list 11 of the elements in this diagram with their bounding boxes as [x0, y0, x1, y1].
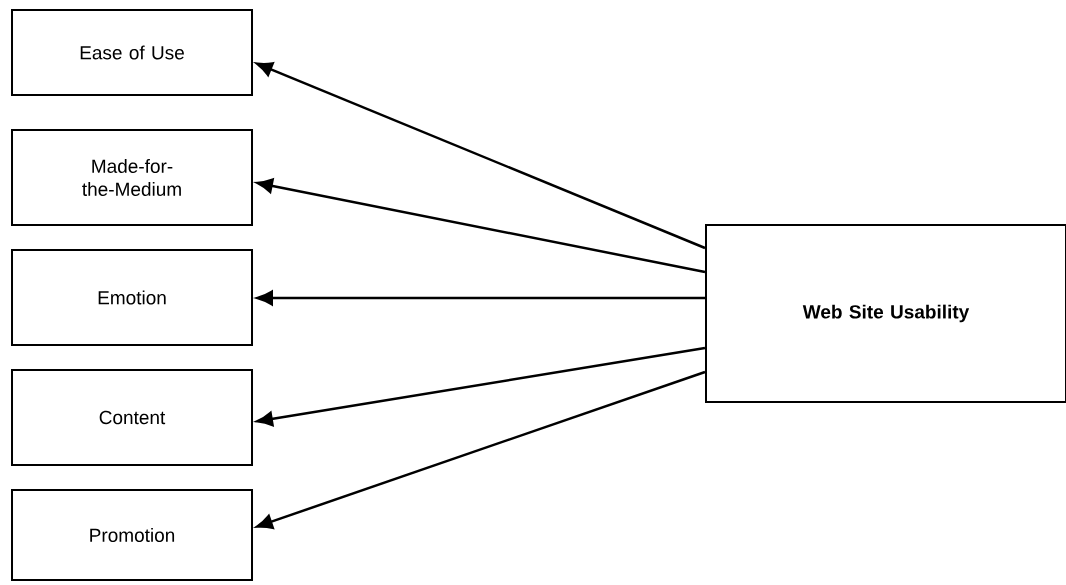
factor-box: Emotion — [11, 249, 253, 346]
concept-box: Web Site Usability — [705, 224, 1066, 403]
factor-box: Made-for-the-Medium — [11, 129, 253, 226]
arrow — [256, 178, 706, 274]
arrow — [256, 346, 706, 427]
factor-box: Promotion — [11, 489, 253, 581]
arrow — [256, 370, 706, 529]
arrow — [256, 62, 706, 250]
factor-box: Content — [11, 369, 253, 466]
arrow — [256, 290, 705, 306]
factor-box: Ease of Use — [11, 9, 253, 96]
